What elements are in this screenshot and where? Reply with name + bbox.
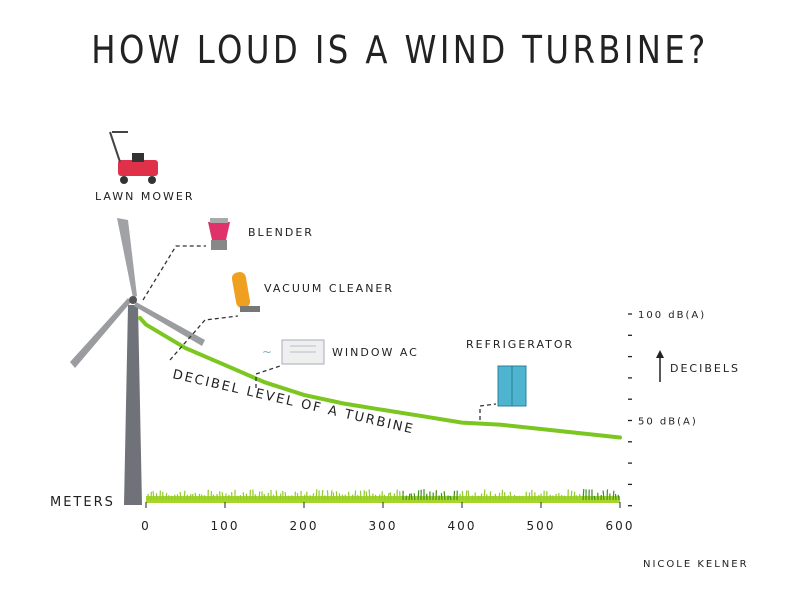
x-axis-label: METERS [50, 495, 115, 510]
grass-blade [462, 491, 463, 500]
grass-blade [322, 490, 323, 500]
grass-blade [384, 495, 385, 500]
y-axis-label: DECIBELS [670, 362, 740, 375]
series-label: DECIBEL LEVEL OF A TURBINE [171, 367, 416, 437]
grass-blade [522, 496, 523, 500]
grass-blade [441, 493, 442, 500]
svg-text:~: ~ [262, 345, 272, 359]
grass-blade [171, 496, 172, 500]
arrow-up-icon [656, 350, 664, 358]
grass-blade [394, 493, 395, 500]
annotation-refrigerator: REFRIGERATOR [466, 338, 574, 351]
grass-blade [466, 491, 467, 500]
x-tick-label: 600 [606, 519, 635, 533]
grass-blade [618, 495, 619, 500]
x-tick-label: 400 [448, 519, 477, 533]
grass-blade [156, 493, 157, 500]
grass-blade [414, 493, 415, 500]
grass-blade [195, 493, 196, 500]
vacuum-cleaner-illustration [231, 271, 260, 312]
lawn-mower-illustration [110, 132, 158, 184]
refrigerator-illustration [498, 366, 526, 406]
grass-blade [406, 496, 407, 500]
grass-blade [177, 494, 178, 500]
grass-blade [297, 493, 298, 500]
grass-blade [508, 495, 509, 500]
grass-blade [222, 492, 223, 500]
grass-blade [333, 492, 334, 500]
grass-blade [510, 492, 511, 500]
x-axis: 0 100 200 300 400 500 600 [141, 502, 634, 533]
grass-blade [583, 489, 584, 500]
grass-blade [574, 492, 575, 500]
x-tick-label: 100 [211, 519, 240, 533]
x-tick-label: 0 [141, 519, 151, 533]
grass-blade [355, 490, 356, 500]
grass-blade [495, 494, 496, 500]
grass-blade [594, 496, 595, 500]
grass-blade [411, 493, 412, 500]
grass-blade [204, 495, 205, 500]
grass-blade [409, 494, 410, 500]
blender-illustration [208, 218, 230, 250]
annotation-lawn-mower: LAWN MOWER [95, 190, 195, 203]
grass-blade [339, 493, 340, 500]
grass-blade [490, 491, 491, 500]
grass-blade [243, 492, 244, 500]
grass-blade [418, 490, 419, 500]
grass-blade [571, 491, 572, 500]
annotation-blender: BLENDER [248, 226, 314, 239]
grass-blade [481, 494, 482, 500]
grass-blade [259, 492, 260, 500]
grass-blade [499, 493, 500, 500]
grass-blade [288, 496, 289, 500]
grass-blade [529, 492, 530, 500]
grass-blade [360, 491, 361, 500]
grass-blade [342, 495, 343, 500]
grass-blade [468, 491, 469, 500]
grass-strip [146, 489, 620, 503]
annotation-window-ac: WINDOW AC [332, 346, 419, 359]
x-tick-label: 500 [527, 519, 556, 533]
y-tick-label: 50 dB(A) [638, 417, 698, 428]
grass-blade [514, 495, 515, 500]
grass-blade [390, 492, 391, 500]
y-axis: 100 dB(A) 50 dB(A) [628, 310, 706, 506]
grass-blade [166, 493, 167, 500]
grass-blade [484, 489, 485, 500]
grass-blade [478, 496, 479, 500]
grass-blade [313, 493, 314, 500]
grass-blade [246, 494, 247, 500]
grass-blade [276, 490, 277, 500]
grass-blade [240, 495, 241, 500]
wind-turbine-illustration [70, 218, 205, 505]
window-ac-illustration: ~ [262, 340, 324, 364]
x-tick-label: 200 [290, 519, 319, 533]
artist-credit: NICOLE KELNER [643, 559, 749, 570]
annotation-vacuum-cleaner: VACUUM CLEANER [264, 282, 394, 295]
grass-blade [213, 495, 214, 500]
grass-blade [199, 494, 200, 500]
grass-blade [454, 491, 455, 500]
x-tick-label: 300 [369, 519, 398, 533]
grass-blade [327, 490, 328, 500]
y-tick-label: 100 dB(A) [638, 310, 706, 321]
grass-blade [336, 491, 337, 500]
